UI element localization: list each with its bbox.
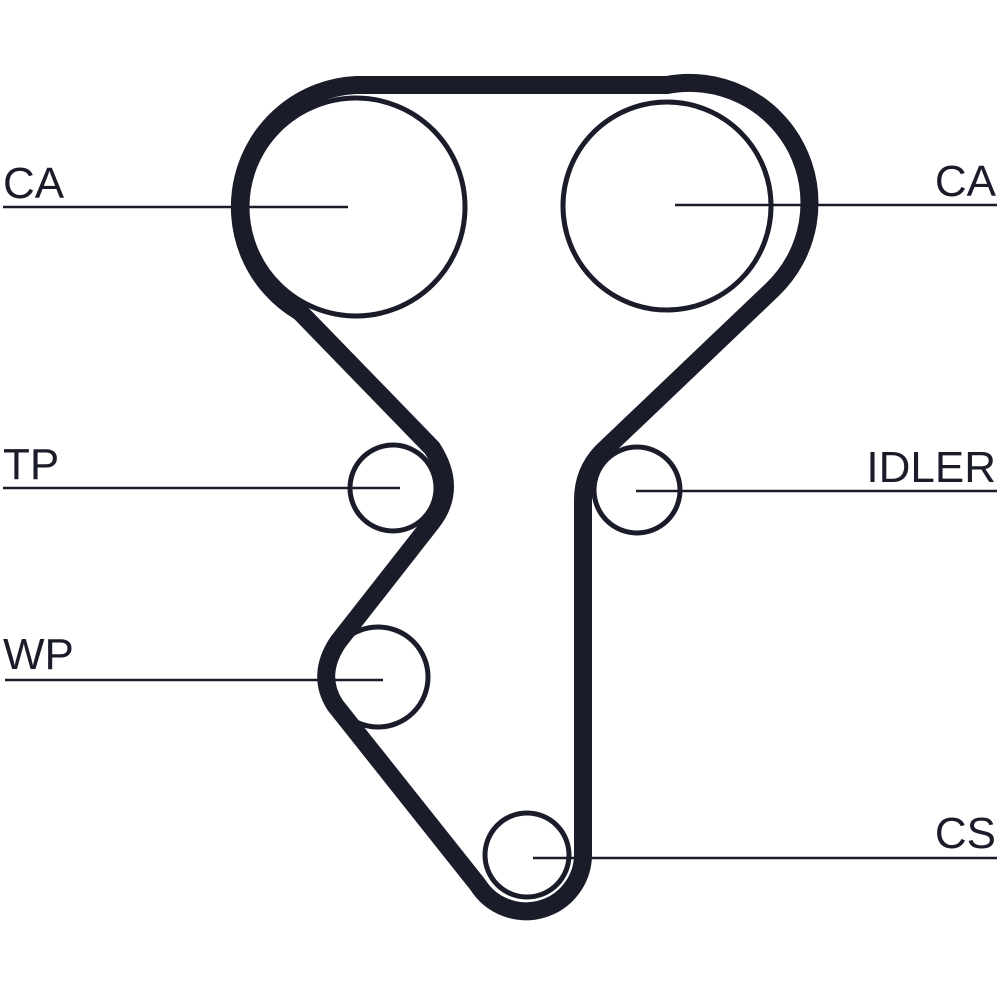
crankshaft-pulley [482,810,572,900]
water-pump-pulley [325,624,431,730]
label-idler: IDLER [866,443,996,492]
label-ca-right: CA [934,157,996,206]
timing-belt [230,73,819,921]
label-wp: WP [3,630,74,679]
label-ca-left: CA [3,159,65,208]
label-tp: TP [3,440,60,489]
label-cs: CS [934,809,996,858]
